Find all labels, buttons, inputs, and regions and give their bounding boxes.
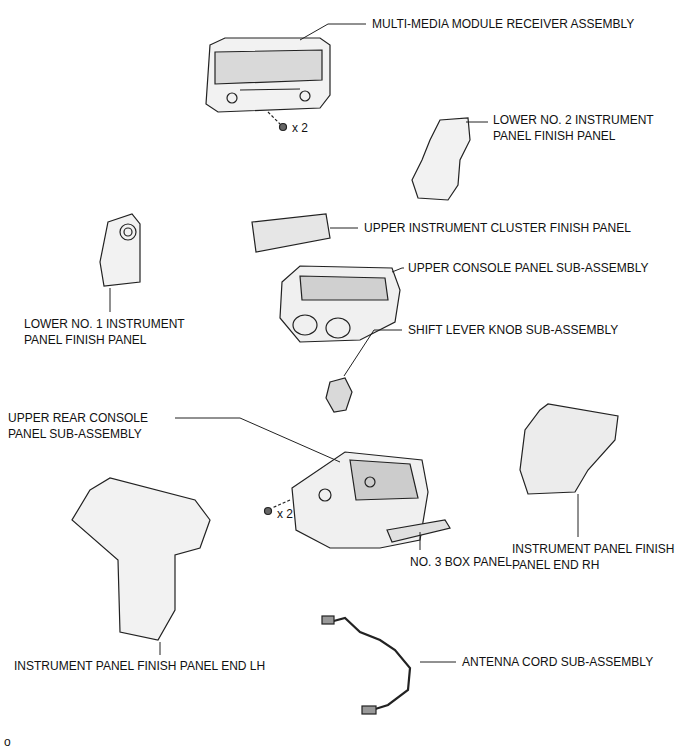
part-name: ANTENNA CORD SUB-ASSEMBLY <box>462 654 653 670</box>
shift-knob-drawing <box>326 378 352 412</box>
part-name: UPPER CONSOLE PANEL SUB-ASSEMBLY <box>408 260 649 276</box>
part-name: LOWER NO. 2 INSTRUMENT PANEL FINISH PANE… <box>493 112 668 144</box>
end-rh-drawing <box>520 404 618 494</box>
part-name: UPPER REAR CONSOLE PANEL SUB-ASSEMBLY <box>8 410 168 442</box>
part-name: MULTI-MEDIA MODULE RECEIVER ASSEMBLY <box>372 16 634 32</box>
quantity-note: x 2 <box>277 506 293 522</box>
end-lh-drawing <box>72 478 210 640</box>
antenna-cord-drawing <box>330 618 410 710</box>
part-name: INSTRUMENT PANEL FINISH PANEL END RH <box>512 541 677 573</box>
part-name: LOWER NO. 1 INSTRUMENT PANEL FINISH PANE… <box>24 316 199 348</box>
box-panel-drawing <box>387 520 450 542</box>
receiver-drawing <box>206 38 330 131</box>
upper-console-drawing <box>280 266 400 342</box>
connector-drawing <box>362 706 376 714</box>
part-name: NO. 3 BOX PANEL <box>410 554 512 570</box>
lower-no1-panel-drawing <box>100 214 140 286</box>
part-name: UPPER INSTRUMENT CLUSTER FINISH PANEL <box>364 220 631 236</box>
connector-drawing <box>322 616 334 624</box>
figure-mark: o <box>4 734 11 750</box>
part-name: INSTRUMENT PANEL FINISH PANEL END LH <box>14 658 265 674</box>
cluster-finish-drawing <box>252 214 330 252</box>
quantity-note: x 2 <box>292 120 308 136</box>
lower-no2-panel-drawing <box>412 118 470 200</box>
part-name: SHIFT LEVER KNOB SUB-ASSEMBLY <box>408 322 618 338</box>
